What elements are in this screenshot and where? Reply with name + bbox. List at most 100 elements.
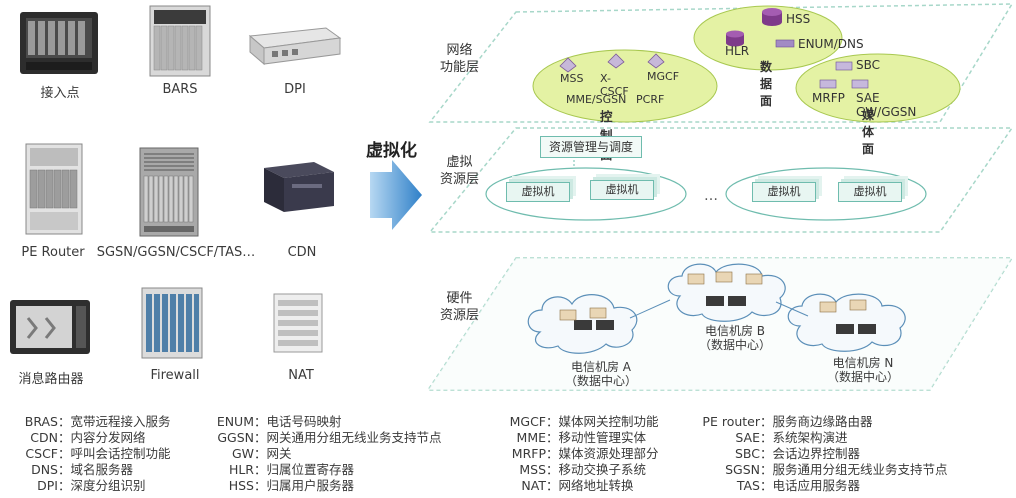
glossary-entry: GGSN：网关通用分组无线业务支持节点 [217,430,442,445]
sbc-label: SBC [856,58,881,72]
virtualization-arrow [370,160,422,230]
glossary-entry: CDN：内容分发网络 [30,430,146,445]
server-icon [574,320,592,330]
datacenter-b-name: 电信机房 B [704,324,766,338]
server-icon [596,320,614,330]
mss-label: MSS [560,72,584,85]
server-icon [706,296,724,306]
device-label-access-point: 接入点 [40,86,80,101]
glossary-entry: MME：移动性管理实体 [516,430,647,445]
device-label-nat: NAT [288,368,314,383]
datacenter-n-sub: （数据中心） [826,370,899,384]
glossary-entry: TAS：电话应用服务器 [736,478,861,493]
glossary-entry: GW：网关 [231,446,292,461]
virtual-layer-label: 虚拟 资源层 [440,155,480,187]
glossary-entry: SBC：会话边界控制器 [734,446,861,461]
glossary-entry: CSCF：呼叫会话控制功能 [25,446,171,461]
mgcf-icon [647,53,665,69]
data-plane-ellipse [693,5,843,71]
control-plane-ellipse [532,49,718,123]
laptop-icon [819,301,837,313]
laptop-icon [589,307,607,319]
datacenter-n-name: 电信机房 N [832,356,894,370]
message-router-image [10,300,90,354]
network-layer-label: 网络 功能层 [440,43,480,75]
glossary-entry: MGCF：媒体网关控制功能 [509,414,659,429]
sae-gw-server-icon [851,79,869,89]
device-label-dpi: DPI [284,82,306,97]
datacenter-n-cloud [787,293,906,352]
datacenter-a-name: 电信机房 A [570,360,632,374]
glossary-entry: DNS：域名服务器 [31,462,134,477]
device-label-firewall: Firewall [150,368,200,383]
glossary-entry: SAE：系统架构演进 [735,430,848,445]
glossary-entry: PE router：服务商边缘路由器 [702,414,873,429]
router-chassis-image [25,143,83,235]
laptop-icon [849,299,867,311]
data-plane-title: 数据面 [760,60,773,108]
laptop-icon [745,273,763,285]
device-label-bars: BARS [162,82,198,97]
xcscf-label: X-CSCF [600,72,629,98]
glossary-entry: MRFP：媒体资源处理部分 [511,446,659,461]
glossary-column-2: ENUM：电话号码映射 GGSN：网关通用分组无线业务支持节点 GW：网关 HL… [208,414,442,494]
device-label-pe-router: PE Router [21,245,85,260]
vm-cluster-ellipse-right [725,167,927,221]
glossary-entry: MSS：移动交换子系统 [519,462,647,477]
nat-appliance-image [273,293,323,353]
resource-management-box: 资源管理与调度 [540,136,643,158]
hss-cylinder-icon [762,8,782,26]
mrfp-server-icon [819,79,837,89]
device-label-sgsn-ggsn: SGSN/GGSN/CSCF/TAS… [96,245,256,260]
glossary-entry: HSS：归属用户服务器 [228,478,355,493]
device-label-message-router: 消息路由器 [18,372,84,387]
enum-dns-server-icon [775,39,795,48]
sae-gw-label: SAE GW/GGSN [856,91,917,119]
glossary-entry: SGSN：服务通用分组无线业务支持节点 [725,462,948,477]
laptop-icon [559,309,577,321]
mme-sgsn-label: MME/SGSN [566,93,627,106]
datacenter-a-sub: （数据中心） [564,374,637,388]
server-icon [836,324,854,334]
laptop-icon [687,273,705,285]
vm-box-4: 虚拟机 [838,182,902,202]
vm-box-3: 虚拟机 [752,182,816,202]
glossary-entry: BRAS：宽带远程接入服务 [24,414,171,429]
mgcf-label: MGCF [647,70,680,83]
dpi-appliance-image [248,27,342,66]
hlr-cylinder-icon [726,30,744,47]
layer-planes [426,3,1014,391]
bars-chassis-image [149,5,211,77]
laptop-icon [715,271,733,283]
glossary-entry: NAT：网络地址转换 [521,478,634,493]
sbc-server-icon [835,61,853,71]
glossary-column-4: PE router：服务商边缘路由器 SAE：系统架构演进 SBC：会话边界控制… [690,414,948,494]
glossary-entry: DPI：深度分组识别 [37,478,146,493]
hardware-layer-label: 硬件 资源层 [440,291,480,323]
cdn-server-image [264,162,334,212]
mss-icon [559,57,577,73]
glossary-entry: HLR：归属位置寄存器 [228,462,355,477]
firewall-rack-image [141,287,203,359]
vm-box-1: 虚拟机 [506,182,570,202]
device-label-cdn: CDN [287,245,317,260]
glossary-column-1: BRAS：宽带远程接入服务 CDN：内容分发网络 CSCF：呼叫会话控制功能 D… [8,414,171,494]
media-plane-ellipse [795,53,961,123]
pcrf-label: PCRF [636,93,665,106]
mrfp-label: MRFP [812,91,845,105]
server-icon [858,324,876,334]
virtual-ellipses [485,160,927,221]
glossary-entry: ENUM：电话号码映射 [216,414,342,429]
hlr-label: HLR [725,44,750,58]
telecom-rack-image [139,147,199,237]
server-icon [728,296,746,306]
vm-ellipsis: … [704,188,718,204]
media-plane-title: 媒体面 [862,108,875,156]
virtualization-title: 虚拟化 [366,141,417,161]
glossary-column-3: MGCF：媒体网关控制功能 MME：移动性管理实体 MRFP：媒体资源处理部分 … [500,414,659,494]
access-point-server-image [20,12,98,74]
function-ellipses [532,5,961,123]
vm-cluster-ellipse-left [485,167,687,221]
vm-box-2: 虚拟机 [590,180,654,200]
hss-label: HSS [786,12,811,26]
